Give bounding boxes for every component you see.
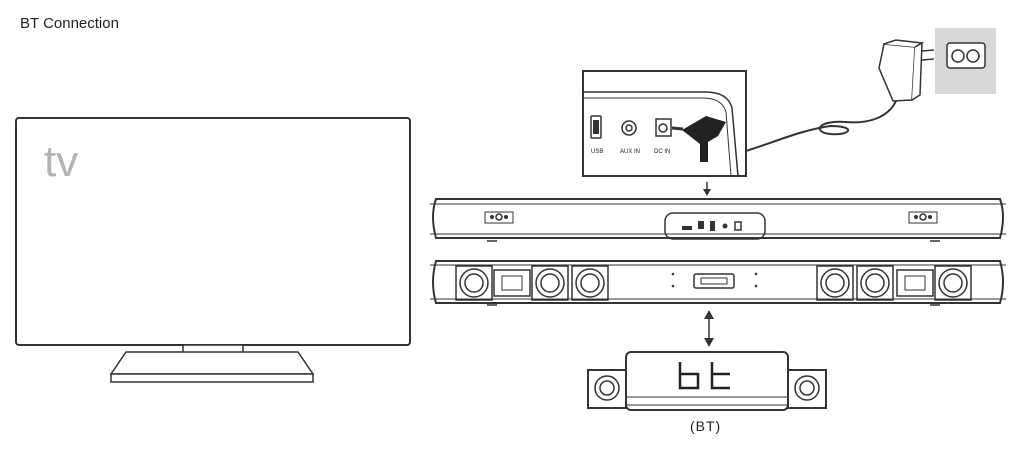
dc-port-icon (655, 118, 672, 137)
tv-screen-label: tv (44, 137, 79, 186)
dc-plug-icon (682, 116, 726, 162)
soundbar-front-view (430, 260, 1006, 306)
aux-port-icon (621, 120, 637, 136)
usb-port-icon (590, 115, 602, 139)
arrow-down-icon (703, 182, 711, 196)
bt-mode-caption: (BT) (690, 418, 722, 434)
tv-illustration (15, 117, 411, 383)
soundbar-rear-view (430, 198, 1006, 242)
double-arrow-icon (704, 310, 714, 347)
bt-segment-glyphs (678, 362, 730, 390)
power-adapter-icon (878, 39, 935, 102)
display-segment-text (650, 358, 760, 397)
rear-panel-inset (582, 70, 747, 177)
display-zoom (587, 351, 827, 411)
usb-port-label: USB (591, 149, 604, 155)
page-title: BT Connection (20, 15, 119, 32)
power-cable (717, 100, 897, 159)
wall-socket-icon (935, 28, 996, 94)
aux-in-port-label: AUX IN (620, 149, 641, 155)
dc-in-port-label: DC IN (654, 149, 671, 155)
